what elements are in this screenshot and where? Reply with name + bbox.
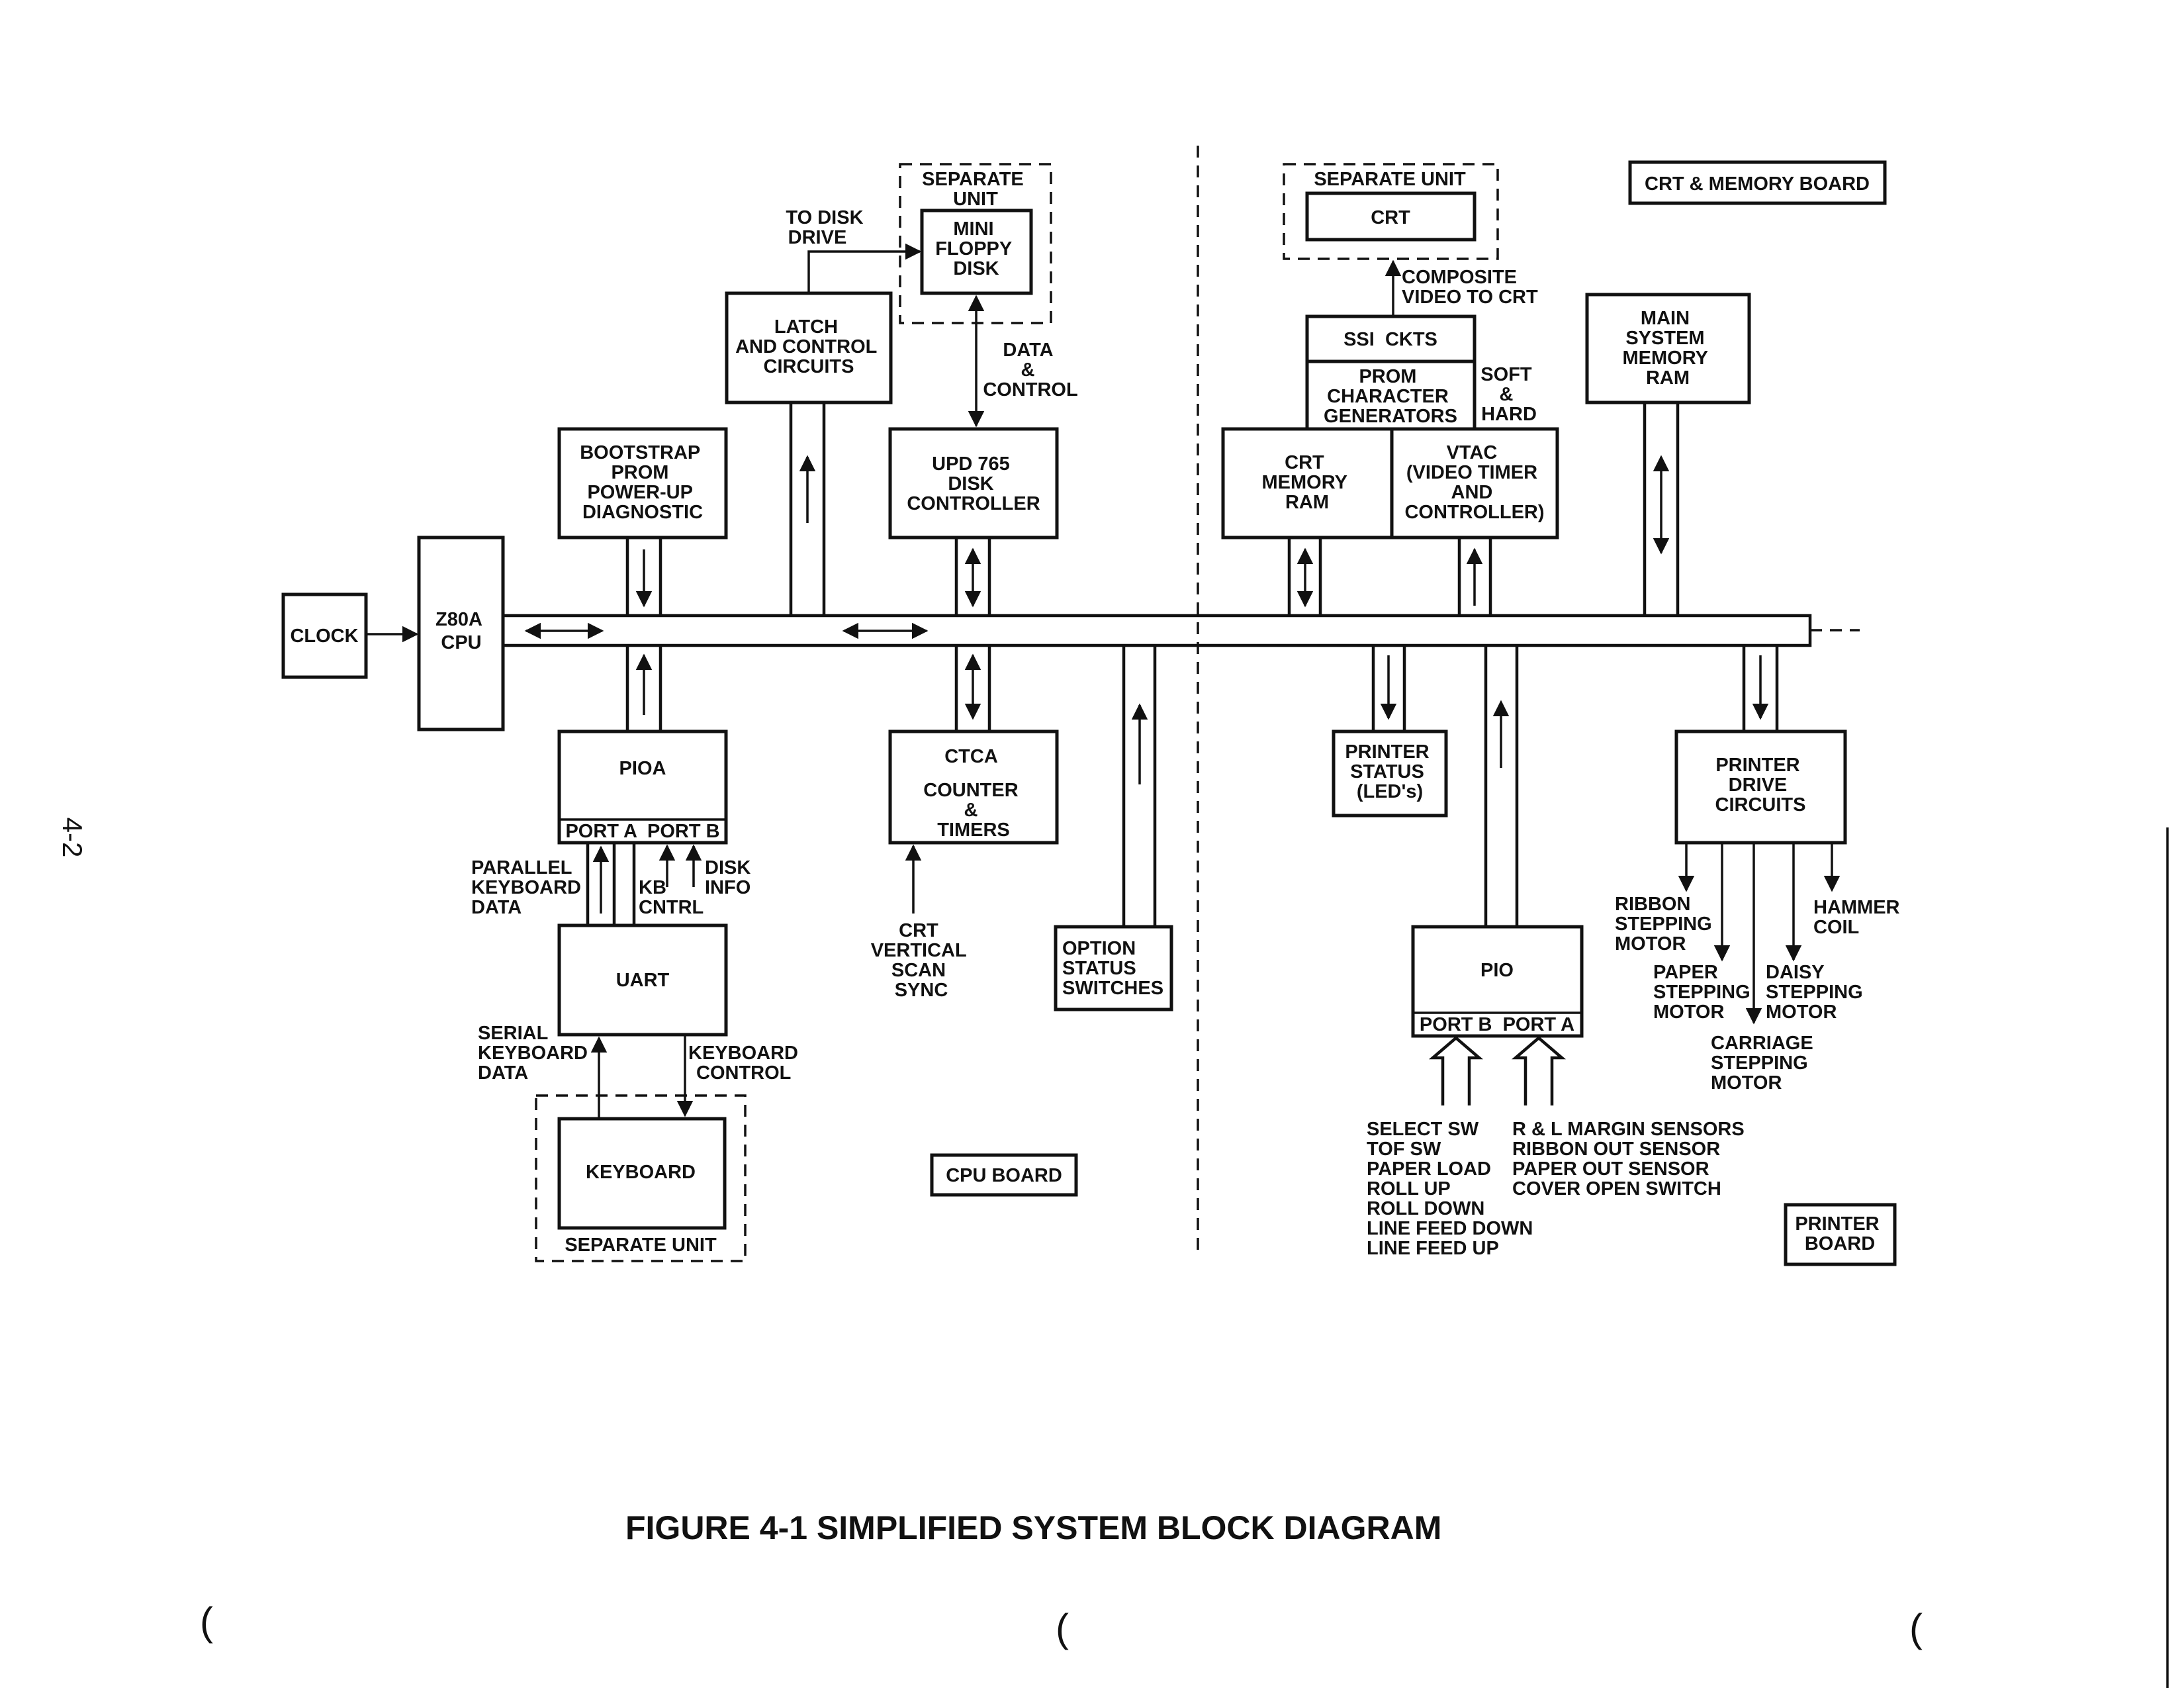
- latch-control-block: [725, 291, 893, 404]
- latch-to-floppy-arrow: [807, 243, 922, 293]
- crt-vertical-scan-sync-label: CRT VERTICAL SCAN SYNC: [871, 920, 972, 1001]
- latch-control-label: LATCH AND CONTROL CIRCUITS: [735, 316, 882, 377]
- prom-character-generators-label: PROM CHARACTER GENERATORS: [1324, 366, 1457, 427]
- daisy-stepping-motor-label: DAISY STEPPING MOTOR: [1766, 962, 1868, 1023]
- disk-controller-block: [888, 427, 1059, 539]
- bus-arrows: [524, 455, 1769, 784]
- soft-hard-label: SOFT & HARD: [1480, 364, 1537, 425]
- kb-cntrl-label: KB CNTRL: [639, 877, 704, 918]
- port-b-inputs-list: SELECT SW TOF SW PAPER LOAD ROLL UP ROLL…: [1367, 1119, 1538, 1259]
- crt-separate-unit-label: SEPARATE UNIT: [1314, 169, 1466, 190]
- page-number: 4-2: [57, 818, 88, 858]
- uart-block: [557, 923, 728, 1037]
- printer-board-tag: [1784, 1203, 1897, 1266]
- to-disk-drive-label: TO DISK DRIVE: [786, 207, 868, 248]
- option-status-switches-label: OPTION STATUS SWITCHES: [1062, 938, 1163, 999]
- parallel-keyboard-data-label: PARALLEL KEYBOARD DATA: [471, 857, 586, 918]
- pioa-label: PIOA: [619, 758, 666, 779]
- cpu-label: Z80A CPU: [435, 609, 487, 653]
- printer-drive-circuits-label: PRINTER DRIVE CIRCUITS: [1715, 755, 1806, 816]
- crt-memory-board-tag: [1628, 160, 1887, 205]
- pio-label: PIO: [1480, 960, 1514, 981]
- crt-separate-unit: [1283, 163, 1499, 260]
- vtac-block: [1390, 427, 1559, 539]
- crt-label: CRT: [1371, 207, 1410, 228]
- page-edge-marks: ( ( (: [200, 827, 2169, 1688]
- mini-floppy-block: [920, 209, 1033, 295]
- crt-memory-ram-label: CRT MEMORY RAM: [1262, 452, 1353, 513]
- ssi-ckts-block: [1305, 314, 1477, 363]
- svg-text:(: (: [1056, 1606, 1069, 1650]
- ssi-ckts-label: SSI CKTS: [1343, 329, 1437, 350]
- port-a-inputs-list: R & L MARGIN SENSORS RIBBON OUT SENSOR P…: [1512, 1119, 1750, 1199]
- ctca-block: [888, 729, 1059, 845]
- printer-status-label: PRINTER STATUS (LED's): [1345, 741, 1434, 802]
- uart-label: UART: [616, 970, 670, 991]
- bootstrap-prom-block: [557, 427, 728, 539]
- keyboard-separate-unit: [535, 1094, 747, 1262]
- floppy-separate-unit-label: SEPARATE UNIT: [922, 169, 1029, 210]
- cpu-board-label: CPU BOARD: [946, 1165, 1062, 1186]
- cpu-block: [417, 536, 505, 731]
- disk-info-label: DISK INFO: [705, 857, 756, 898]
- bus-stubs: [625, 402, 1779, 927]
- printer-board-label: PRINTER BOARD: [1795, 1213, 1884, 1254]
- clock-label: CLOCK: [290, 626, 358, 647]
- vtac-label: VTAC (VIDEO TIMER AND CONTROLLER): [1404, 442, 1544, 523]
- printer-status-block: [1332, 729, 1448, 818]
- motor-arrows: [1678, 843, 1841, 1025]
- mini-floppy-label: MINI FLOPPY DISK: [935, 218, 1017, 279]
- pioa-ports-label: PORT A PORT B: [565, 821, 719, 842]
- pio-input-arrows: [1428, 1036, 1567, 1105]
- ribbon-stepping-motor-label: RIBBON STEPPING MOTOR: [1615, 894, 1717, 955]
- svg-text:(: (: [1909, 1606, 1923, 1650]
- pio-block: [1411, 925, 1584, 1038]
- pioa-block: [557, 729, 728, 845]
- serial-keyboard-data-label: SERIAL KEYBOARD DATA: [478, 1023, 593, 1084]
- figure-caption: FIGURE 4-1 SIMPLIFIED SYSTEM BLOCK DIAGR…: [625, 1509, 1441, 1546]
- keyboard-label: KEYBOARD: [586, 1162, 696, 1183]
- keyboard-control-label: KEYBOARD CONTROL: [688, 1043, 803, 1084]
- paper-stepping-motor-label: PAPER STEPPING MOTOR: [1653, 962, 1756, 1023]
- main-memory-ram-block: [1585, 293, 1751, 404]
- keyboard-block: [557, 1117, 727, 1230]
- cpu-board-tag: [930, 1153, 1078, 1197]
- pio-ports-label: PORT B PORT A: [1420, 1014, 1574, 1035]
- bootstrap-prom-label: BOOTSTRAP PROM POWER-UP DIAGNOSTIC: [580, 442, 705, 523]
- crt-block: [1305, 191, 1477, 242]
- ctca-label: CTCA COUNTER & TIMERS: [923, 746, 1023, 841]
- printer-drive-circuits-block: [1674, 729, 1847, 845]
- crt-memory-board-label: CRT & MEMORY BOARD: [1645, 173, 1870, 195]
- carriage-stepping-motor-label: CARRIAGE STEPPING MOTOR: [1711, 1033, 1819, 1094]
- clock-block: [281, 592, 368, 679]
- system-bus: [503, 614, 1860, 647]
- disk-controller-label: UPD 765 DISK CONTROLLER: [907, 453, 1040, 514]
- main-memory-ram-label: MAIN SYSTEM MEMORY RAM: [1623, 308, 1713, 389]
- keyboard-separate-unit-label: SEPARATE UNIT: [565, 1235, 717, 1256]
- option-status-switches-block: [1054, 925, 1173, 1011]
- pioa-uart-links: [586, 843, 702, 925]
- crt-memory-ram-block: [1221, 427, 1394, 539]
- hammer-coil-label: HAMMER COIL: [1813, 897, 1905, 938]
- data-control-label: DATA & CONTROL: [983, 340, 1077, 400]
- svg-text:(: (: [200, 1599, 213, 1644]
- composite-video-label: COMPOSITE VIDEO TO CRT: [1402, 267, 1538, 308]
